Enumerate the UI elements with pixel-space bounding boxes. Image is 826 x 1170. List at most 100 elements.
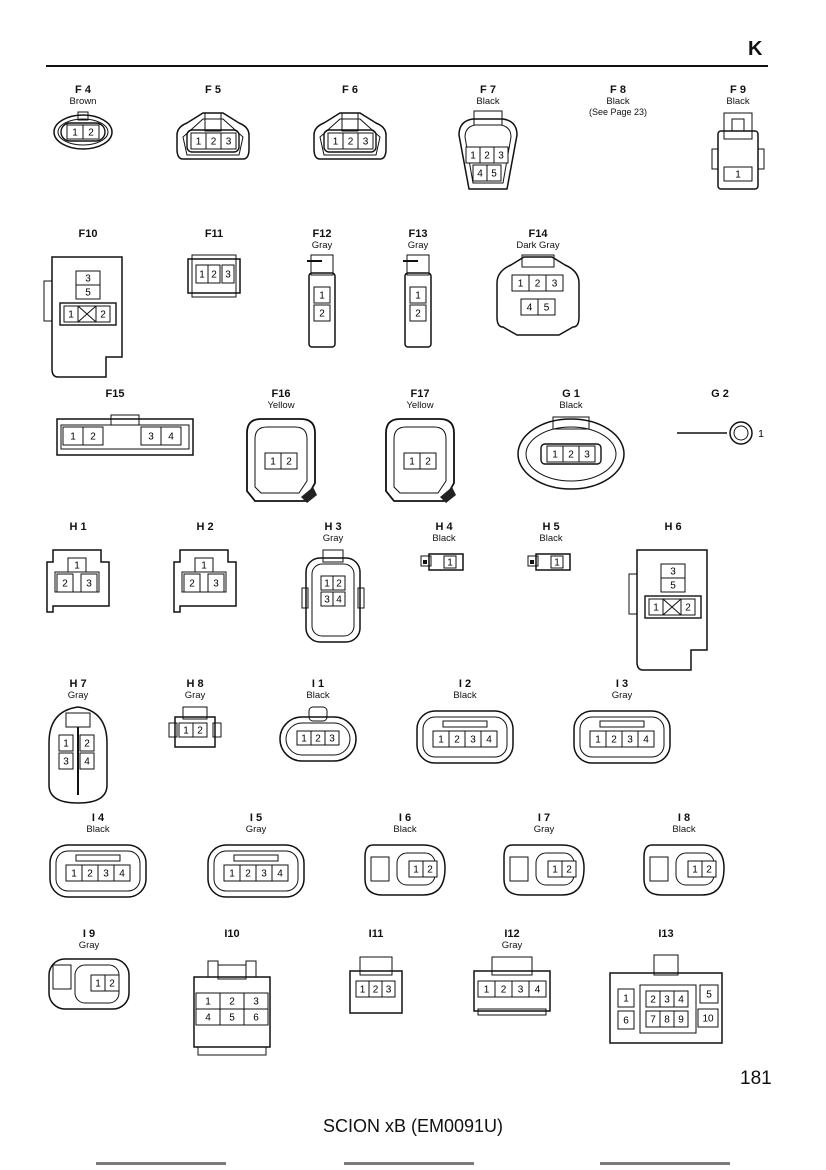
pin-cell: 4: [637, 730, 655, 748]
pin-cell: 1: [178, 722, 194, 738]
pin-cell: 3: [493, 146, 509, 164]
pin-label: 1: [692, 865, 698, 876]
pin-label: 2: [62, 579, 68, 590]
pin-cell: 2: [422, 860, 438, 878]
pin-label: 3: [363, 137, 369, 148]
connector-code: H 1: [69, 521, 87, 533]
pin-label: 2: [706, 865, 712, 876]
pin-label: 1: [595, 735, 601, 746]
pin-cell: 9: [673, 1010, 689, 1028]
pin-cell: 2: [81, 864, 99, 882]
pin-label: 2: [685, 603, 691, 614]
pin-cell: 2: [82, 426, 104, 446]
pin-label: 3: [470, 735, 476, 746]
pin-cell: 1: [190, 132, 207, 150]
pin-label: 4: [168, 432, 174, 443]
connector-code: I 9: [82, 928, 96, 940]
pin-cell: 1: [550, 555, 564, 569]
pin-cell: 1: [409, 286, 427, 304]
connector-code: I 7: [537, 812, 551, 824]
pin-cell: 2: [205, 132, 222, 150]
pin-cell: 1: [320, 575, 334, 591]
pin-label: 4: [527, 303, 533, 314]
pin-cell: 2: [104, 974, 120, 992]
connector-color: Black: [393, 824, 417, 835]
connector-color: [55, 400, 175, 411]
pin-cell: 4: [160, 426, 182, 446]
pin-cell: 6: [617, 1010, 635, 1030]
connector-code: I 5: [249, 812, 263, 824]
pin-cell: 2: [82, 124, 100, 140]
pin-cell: 3: [243, 992, 269, 1010]
connector-color: Black: [306, 690, 330, 701]
pin-label: 1: [735, 170, 741, 181]
pin-cell: 2: [219, 992, 245, 1010]
pin-cell: 1: [195, 992, 221, 1010]
pin-cell: 1: [648, 598, 664, 616]
connector-code: H 3: [324, 521, 342, 533]
connector-code: H 6: [664, 521, 682, 533]
pin-label: 1: [360, 985, 366, 996]
pin-label: 2: [319, 309, 325, 320]
pin-label: 4: [277, 869, 283, 880]
pin-label: 4: [119, 869, 125, 880]
connector-code: F13: [408, 228, 428, 240]
cut-off-text: [600, 1162, 730, 1165]
connector-color: [18, 533, 138, 544]
pin-cell: 5: [75, 284, 101, 300]
pin-cell: 4: [332, 591, 346, 607]
connector-code: F 4: [75, 84, 91, 96]
pin-cell: 2: [448, 730, 466, 748]
pin-label: 2: [109, 979, 115, 990]
pin-label: 1: [409, 457, 415, 468]
connector-color: Gray: [501, 940, 523, 951]
pin-label: 2: [373, 985, 379, 996]
connector-color: Yellow: [267, 400, 295, 411]
pin-cell: 1: [443, 555, 457, 569]
pin-label: 5: [491, 169, 497, 180]
pin-label: 8: [664, 1015, 670, 1026]
pin-label: 1: [447, 558, 453, 569]
connector-code: F14: [528, 228, 548, 240]
pin-cell: 1: [63, 305, 79, 323]
pin-cell: 2: [313, 304, 331, 322]
pin-cell: 1: [687, 860, 703, 878]
pin-label: 2: [535, 279, 541, 290]
pin-cell: 4: [195, 1008, 221, 1026]
pin-label: 1: [623, 994, 629, 1005]
pin-label: 2: [415, 309, 421, 320]
pin-label: 3: [225, 270, 231, 281]
pin-label: 6: [253, 1013, 259, 1024]
connector-code: G 2: [711, 388, 729, 400]
pin-label: 2: [566, 865, 572, 876]
cut-off-text: [96, 1162, 226, 1165]
pin-cell: 1: [432, 730, 450, 748]
connector-color: Brown: [69, 96, 97, 107]
pin-cell: 1: [403, 452, 421, 470]
pin-cell: 3: [220, 132, 237, 150]
pin-cell: 1: [195, 264, 209, 284]
pin-label: 1: [415, 291, 421, 302]
pin-label: 3: [670, 567, 676, 578]
pin-cell: 2: [701, 860, 717, 878]
connector-code: F 6: [342, 84, 358, 96]
